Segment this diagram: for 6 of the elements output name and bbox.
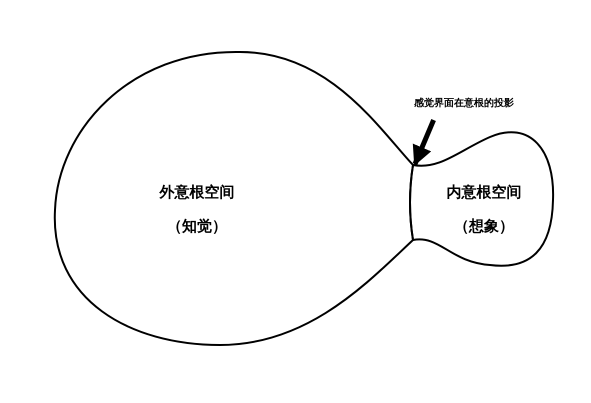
space-title: 外意根空间 [160, 183, 234, 202]
space-subtitle: （想象） [454, 217, 514, 236]
space-subtitle: （知觉） [167, 217, 227, 236]
space-title: 内意根空间 [446, 183, 522, 202]
annotation-text: 感觉界面在意根的投影 [414, 96, 514, 110]
arrow [412, 119, 436, 166]
